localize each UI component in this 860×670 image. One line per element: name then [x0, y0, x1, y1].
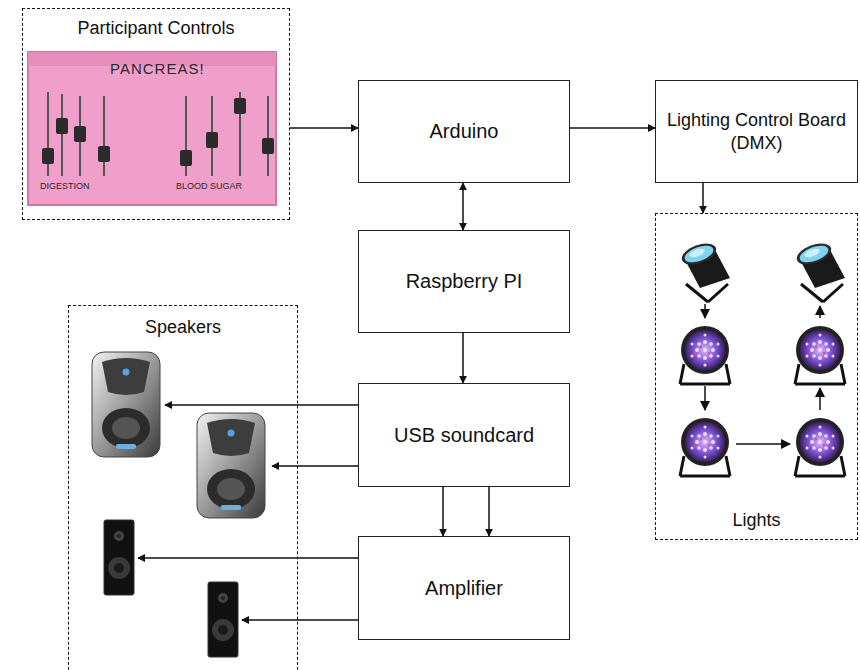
led-par-light	[795, 418, 845, 476]
connector-arrow	[272, 465, 358, 467]
dmx-chain-part	[704, 304, 706, 318]
box-label: USB soundcard	[386, 423, 542, 448]
controls-photo-part-part	[262, 138, 274, 154]
connector-arrow	[462, 183, 464, 230]
bookshelf-speaker	[208, 582, 238, 657]
controls-photo-part-part	[98, 146, 110, 162]
led-par-light	[680, 326, 730, 384]
dmx-chain-part	[736, 443, 790, 445]
controls-photo-part-part	[234, 98, 246, 114]
controls-photo-part-part	[103, 96, 105, 176]
controls-photo-part	[28, 52, 276, 205]
connector-arrow	[242, 619, 358, 621]
par-can-light	[794, 239, 845, 302]
box-label: Raspberry PI	[398, 269, 531, 294]
connector-arrow	[702, 183, 704, 213]
connector-arrow	[290, 127, 358, 129]
process-box: Amplifier	[358, 536, 570, 640]
dmx-chain-part	[704, 386, 706, 410]
group-heading: Lights	[656, 509, 857, 532]
controls-photo-part-part	[42, 148, 54, 164]
controls-photo-part	[42, 98, 274, 166]
led-par-light	[680, 418, 730, 476]
speaker-group: Speakers	[68, 305, 298, 670]
controls-photo	[28, 52, 276, 205]
bookshelf-speakers	[104, 520, 238, 657]
dmx-chain-part	[819, 306, 821, 318]
process-box: USB soundcard	[358, 383, 570, 487]
dmx-chain	[705, 304, 820, 444]
par-can-light	[679, 239, 730, 302]
box-label: Lighting Control Board (DMX)	[656, 109, 857, 154]
connector-arrow	[138, 557, 358, 559]
connector-arrow	[462, 333, 464, 383]
slider-label: BLOOD SUGAR	[176, 181, 242, 191]
connector-arrow	[442, 487, 444, 536]
slider-label: DIGESTION	[40, 181, 90, 191]
group-heading: Speakers	[69, 316, 297, 339]
connector-arrow	[488, 487, 490, 536]
connector-arrow	[165, 404, 358, 406]
stage-lights	[679, 239, 845, 476]
process-box: Raspberry PI	[358, 230, 570, 333]
controls-photo-part-part	[180, 150, 192, 166]
controls-photo-part-part	[56, 118, 68, 134]
led-par-light	[795, 326, 845, 384]
light-group: Lights	[655, 213, 858, 540]
board-title: PANCREAS!	[110, 60, 205, 77]
process-box: Lighting Control Board (DMX)	[655, 80, 858, 183]
connector-arrow	[570, 127, 655, 129]
controls-photo-part-part	[206, 132, 218, 148]
controls-photo-part	[48, 92, 268, 176]
controls-photo-part-part	[267, 96, 269, 176]
process-box: Arduino	[358, 80, 570, 183]
box-label: Amplifier	[417, 576, 511, 601]
group-heading: Participant Controls	[23, 17, 289, 40]
pa-speakers	[92, 352, 265, 518]
box-label: Arduino	[422, 119, 507, 144]
pa-speaker	[197, 413, 265, 518]
controls-photo-part-part	[74, 126, 86, 142]
dmx-chain-part	[819, 388, 821, 410]
pa-speaker	[92, 352, 160, 457]
controls-photo-part-part	[61, 94, 63, 176]
bookshelf-speaker	[104, 520, 134, 595]
